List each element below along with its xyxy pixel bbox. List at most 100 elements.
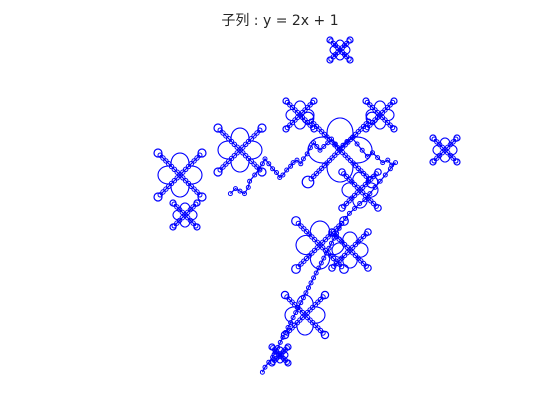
- data-point: [333, 260, 340, 267]
- data-point: [237, 147, 243, 153]
- data-point: [220, 130, 226, 136]
- data-point: [450, 139, 456, 145]
- fractal-cluster-outline: [172, 202, 198, 228]
- data-point: [220, 164, 226, 170]
- data-point: [309, 99, 316, 106]
- data-point: [328, 231, 334, 237]
- series-point: [288, 163, 294, 169]
- data-point: [240, 144, 246, 150]
- data-point: [389, 99, 396, 106]
- fractal-lobe: [169, 223, 177, 231]
- fractal-cluster-arm: [333, 233, 367, 267]
- data-point: [320, 245, 326, 251]
- data-point: [450, 155, 456, 161]
- chart-title: 子列 : y = 2x + 1: [221, 13, 339, 29]
- series-point: [346, 210, 352, 216]
- fractal-lobe: [320, 330, 330, 340]
- data-point: [358, 168, 364, 174]
- series-point: [295, 305, 301, 311]
- data-point: [350, 250, 356, 256]
- fractal-lobe: [364, 228, 372, 236]
- data-point: [185, 209, 191, 216]
- data-point: [439, 150, 445, 156]
- data-point: [431, 158, 437, 164]
- data-point: [339, 239, 345, 245]
- data-point: [187, 206, 194, 213]
- data-point: [453, 136, 459, 142]
- series-point: [247, 178, 253, 184]
- fractal-lobe: [429, 158, 437, 166]
- data-point: [301, 258, 307, 264]
- data-point: [217, 167, 223, 173]
- data-point: [360, 260, 367, 267]
- data-point: [188, 183, 195, 190]
- fractal-lobe: [301, 175, 315, 189]
- data-point: [309, 250, 315, 256]
- data-point: [339, 255, 345, 261]
- fractal-cluster-arm: [343, 173, 377, 207]
- series-point: [326, 245, 332, 251]
- fractal-lobe: [326, 36, 334, 44]
- data-point: [188, 161, 195, 167]
- data-point: [357, 187, 363, 193]
- fractal-lobe: [193, 223, 201, 231]
- data-point: [341, 171, 347, 177]
- data-point: [325, 234, 331, 240]
- data-point: [226, 158, 232, 165]
- data-point: [163, 158, 169, 164]
- data-point: [389, 124, 396, 131]
- data-point: [358, 236, 364, 242]
- fractal-lobe: [280, 290, 290, 300]
- fractal-lobe: [390, 97, 398, 105]
- data-point: [368, 198, 374, 204]
- series-point: [300, 295, 306, 301]
- data-point: [176, 217, 183, 224]
- series-point: [274, 170, 279, 175]
- fractal-lobe: [291, 264, 301, 274]
- fractal-lobe: [310, 97, 318, 105]
- series-point: [242, 191, 247, 197]
- data-point: [349, 179, 355, 185]
- data-point: [217, 127, 223, 133]
- data-point: [336, 236, 342, 242]
- series-point: [352, 206, 358, 211]
- data-point: [363, 231, 369, 237]
- fractal-lobe: [284, 343, 292, 351]
- data-point: [320, 330, 326, 336]
- data-point: [311, 236, 318, 243]
- series-point: [336, 146, 342, 152]
- fractal-lobe: [282, 97, 290, 105]
- series-point: [316, 265, 322, 271]
- data-point: [228, 155, 235, 162]
- series-point: [306, 285, 311, 291]
- fractal-lobe: [291, 216, 301, 226]
- series-point: [262, 364, 268, 370]
- fractal-cluster-outline: [217, 127, 263, 173]
- data-point: [166, 183, 172, 190]
- data-point: [234, 144, 240, 150]
- fractal-lobe: [326, 56, 334, 64]
- series-point: [332, 141, 338, 147]
- data-point: [354, 190, 360, 196]
- data-point: [344, 244, 350, 251]
- data-point: [445, 150, 451, 156]
- series-point: [270, 166, 276, 172]
- data-point: [295, 220, 302, 227]
- data-point: [179, 209, 186, 216]
- data-point: [338, 263, 345, 270]
- data-point: [191, 158, 197, 164]
- data-point: [344, 250, 350, 256]
- fractal-cluster-outline: [295, 220, 345, 270]
- data-point: [243, 153, 249, 159]
- fractal-lobe: [197, 148, 207, 158]
- series-point: [266, 161, 272, 167]
- series-point: [252, 172, 258, 178]
- series-point: [307, 145, 313, 151]
- fractal-lobe: [374, 168, 382, 176]
- data-point: [223, 161, 229, 167]
- data-point: [363, 263, 369, 269]
- data-point: [447, 152, 454, 159]
- data-point: [226, 136, 232, 142]
- series-point: [275, 344, 281, 350]
- series-point: [325, 140, 331, 146]
